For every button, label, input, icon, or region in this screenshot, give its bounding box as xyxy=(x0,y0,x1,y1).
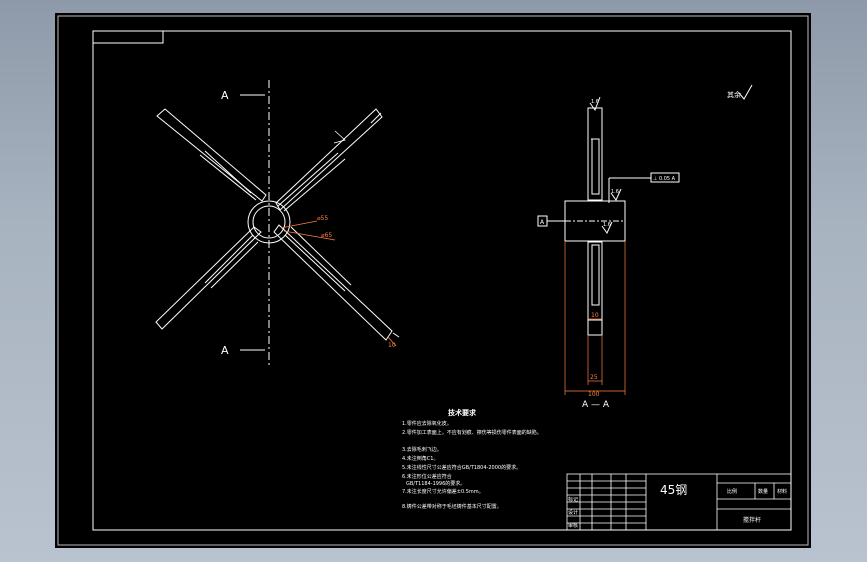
tolerance-frame-text: ⊥ 0.05 A xyxy=(653,176,676,182)
arm-upper-right-web2 xyxy=(283,158,346,212)
tech-line: 6.未注形位公差应符合 xyxy=(402,473,452,480)
roughness-top xyxy=(589,96,601,112)
arm-lower-left-web xyxy=(204,234,254,284)
inner-frame xyxy=(92,30,792,531)
roughness-low xyxy=(601,221,613,234)
section-label-bottom: A xyxy=(221,344,229,357)
arm-lower-right xyxy=(273,224,393,341)
tech-line: 3.去除毛刺飞边。 xyxy=(402,446,442,453)
roughness-top-value: 1.6 xyxy=(591,99,599,105)
tech-line: 2.零件加工表面上，不应有划痕、擦伤等损伤零件表面的缺陷。 xyxy=(402,429,542,436)
dim-leader-outer xyxy=(283,230,336,241)
dim-leader-end xyxy=(387,336,397,347)
title-left-1: 标记 xyxy=(568,496,578,503)
arm-upper-left-web2 xyxy=(199,154,257,201)
roughness-other xyxy=(738,84,753,100)
arm-upper-right-web xyxy=(277,152,339,207)
arm-lower-left xyxy=(155,226,262,330)
other-roughness-label: 其余 xyxy=(727,90,741,99)
arm-upper-right xyxy=(275,108,383,211)
title-scale: 比例 xyxy=(727,488,737,495)
datum-label: A xyxy=(540,219,545,226)
dim-100: 100 xyxy=(588,391,600,398)
corner-box xyxy=(92,30,164,44)
dim-slot: 10 xyxy=(591,312,599,319)
front-view xyxy=(155,80,400,366)
end-cap-lower-right xyxy=(392,332,400,338)
section-top-bar xyxy=(587,107,603,201)
tech-line: 5.未注线性尺寸公差应符合GB/T1804-2000的要求。 xyxy=(402,464,521,471)
section-dimensions xyxy=(564,241,626,395)
dim-dia-inner: ⌀55 xyxy=(317,215,328,222)
title-left-3: 审核 xyxy=(568,522,578,529)
tech-line: 8.铸件公差带对称于毛坯铸件基本尺寸配置。 xyxy=(402,503,502,510)
section-top-slot xyxy=(591,138,600,195)
roughness-mark-arm xyxy=(333,130,346,144)
section-label-top: A xyxy=(221,89,229,102)
arm-lower-right-web2 xyxy=(290,226,352,286)
dim-dia-outer: ⌀65 xyxy=(321,232,332,239)
title-qty: 数量 xyxy=(758,488,768,495)
tech-requirements: 1.零件应去除氧化皮。 2.零件加工表面上，不应有划痕、擦伤等损伤零件表面的缺陷… xyxy=(402,420,542,510)
hub-outer xyxy=(247,200,291,244)
roughness-low-value: 1.6 xyxy=(603,222,611,228)
drawing-viewport[interactable]: A A ⌀55 ⌀65 10 1.6 1.6 1.6 其余 A ⊥ 0.05 A xyxy=(55,13,811,548)
arm-lower-left-web2 xyxy=(210,241,259,289)
front-dimensions xyxy=(280,130,397,347)
dim-end: 10 xyxy=(388,342,396,349)
tech-line: 4.未注倒角C1。 xyxy=(402,455,438,462)
section-bottom-bar xyxy=(587,241,603,336)
arm-lower-right-web xyxy=(284,234,346,292)
tech-line: GB/T1184-1996的要求。 xyxy=(406,480,465,487)
title-mat-label: 材料 xyxy=(777,488,787,495)
roughness-mid xyxy=(610,188,622,201)
section-view xyxy=(537,84,753,336)
section-bottom-slot xyxy=(591,244,600,306)
section-title: A — A xyxy=(582,400,610,410)
end-cap-upper-right xyxy=(370,112,382,124)
tech-line: 1.零件应去除氧化皮。 xyxy=(402,420,452,427)
tech-line: 7.未注长度尺寸允许偏差±0.5mm。 xyxy=(402,488,484,495)
outer-frame xyxy=(57,15,809,546)
title-material: 45钢 xyxy=(660,483,687,497)
title-block xyxy=(566,473,792,531)
dim-25: 25 xyxy=(590,374,598,381)
title-left-2: 设计 xyxy=(568,509,578,516)
title-part-name: 搅拌杆 xyxy=(743,516,761,524)
cad-drawing: A A ⌀55 ⌀65 10 1.6 1.6 1.6 其余 A ⊥ 0.05 A xyxy=(57,15,809,546)
arm-upper-left-web xyxy=(204,150,252,194)
arm-upper-left xyxy=(156,108,267,202)
hub-inner xyxy=(252,205,286,239)
roughness-mid-value: 1.6 xyxy=(611,189,619,195)
dim-leader-inner xyxy=(280,220,318,229)
tech-title: 技术要求 xyxy=(448,408,477,417)
